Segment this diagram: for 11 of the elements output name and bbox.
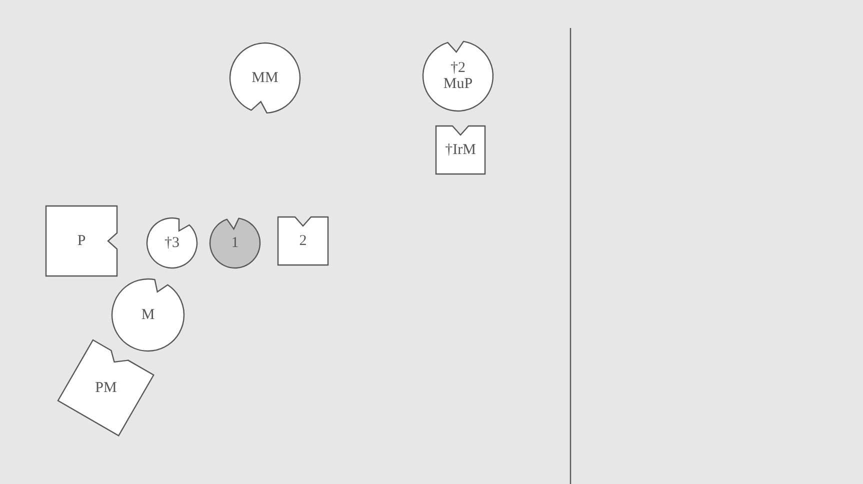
node-label: P bbox=[77, 232, 86, 250]
node-label: MM bbox=[252, 70, 278, 86]
node-label: M bbox=[141, 306, 155, 324]
notched-tile bbox=[58, 340, 154, 436]
node-label: †IrM bbox=[445, 142, 476, 158]
node-label: 1 bbox=[231, 234, 239, 252]
node-label: 2 bbox=[299, 232, 307, 250]
node-label: †3 bbox=[164, 234, 180, 252]
node-label: PM bbox=[95, 380, 117, 396]
node-label: †2 MuP bbox=[442, 60, 474, 92]
notched-square bbox=[46, 206, 117, 276]
